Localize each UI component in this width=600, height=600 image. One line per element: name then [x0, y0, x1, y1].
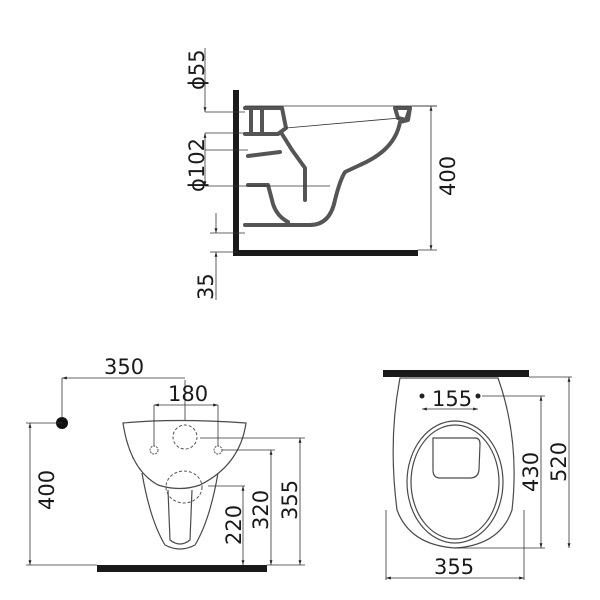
label-pipe-height: 400	[35, 470, 59, 510]
label-width: 355	[434, 555, 474, 579]
label-seat-bolt-spacing: 155	[432, 387, 472, 411]
label-total-depth: 520	[547, 442, 571, 482]
label-bolt-to-front: 430	[519, 452, 543, 492]
label-side-height: 400	[436, 156, 460, 196]
toilet-front-outline	[122, 419, 247, 490]
toilet-side-profile	[243, 106, 412, 227]
label-outlet-diameter: ϕ102	[185, 138, 209, 192]
floor-bar	[97, 565, 267, 572]
label-inlet-height: 355	[278, 480, 302, 520]
label-floor-clearance: 35	[194, 273, 218, 300]
label-bolt-height: 320	[249, 490, 273, 530]
wall-and-floor	[233, 90, 418, 256]
side-view: ϕ55 ϕ102 400 35	[185, 48, 460, 300]
label-bolt-spacing: 180	[168, 382, 208, 406]
wall-bar	[383, 370, 529, 377]
top-view: 155 430 520 355	[383, 370, 572, 580]
front-view: 350 180 400 220 320 355	[26, 355, 305, 572]
label-outlet-height: 220	[222, 505, 246, 545]
label-inlet-diameter: ϕ55	[185, 49, 209, 90]
label-pipe-offset: 350	[104, 355, 144, 379]
